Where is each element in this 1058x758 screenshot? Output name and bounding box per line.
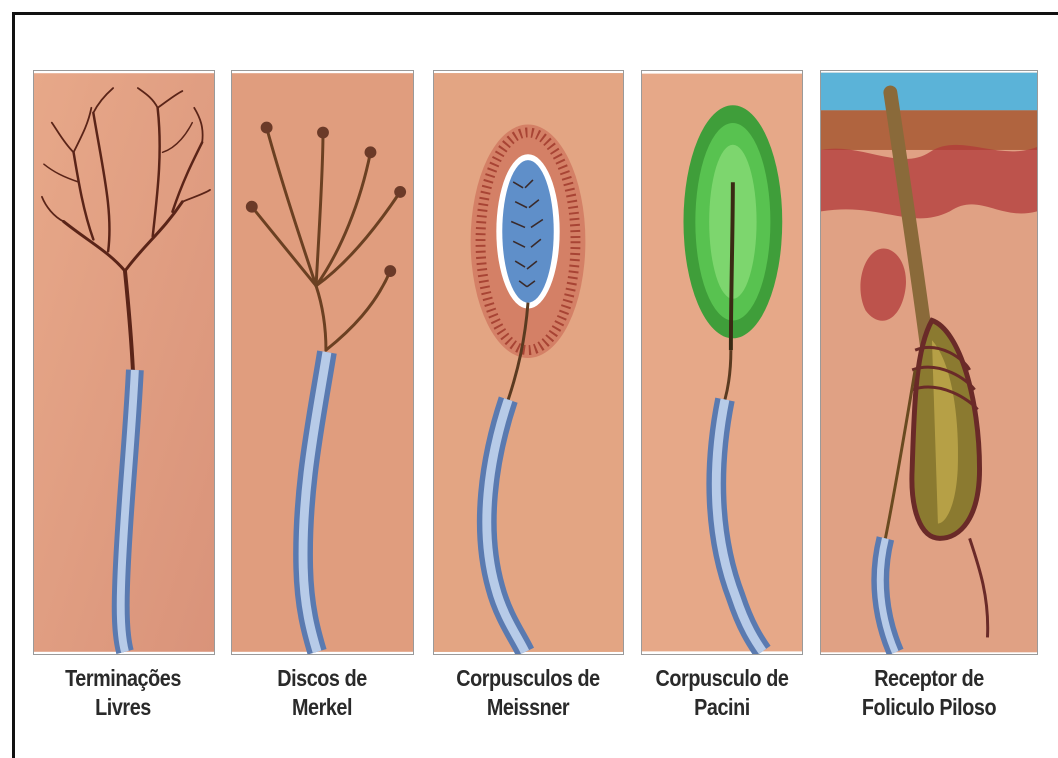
caption-merkel-discs: Discos de Merkel	[245, 664, 400, 722]
panel-pacini-corpuscle	[641, 70, 803, 655]
caption-meissner-corpuscles: Corpusculos de Meissner	[435, 664, 621, 722]
panel-hair-follicle-receptor	[820, 70, 1038, 655]
caption-line-1: Corpusculo de	[643, 664, 801, 693]
caption-pacini-corpuscle: Corpusculo de Pacini	[643, 664, 801, 722]
caption-line-1: Receptor de	[837, 664, 1021, 693]
caption-line-2: Meissner	[435, 693, 621, 722]
caption-line-2: Foliculo Piloso	[837, 693, 1021, 722]
merkel-discs-illustration	[232, 71, 413, 654]
free-nerve-endings-illustration	[34, 71, 214, 654]
caption-line-2: Livres	[54, 693, 192, 722]
caption-line-2: Merkel	[245, 693, 400, 722]
meissner-corpuscle-illustration	[434, 71, 623, 654]
caption-hair-follicle-receptor: Receptor de Foliculo Piloso	[837, 664, 1021, 722]
panel-free-nerve-endings	[33, 70, 215, 655]
caption-line-1: Terminações	[54, 664, 192, 693]
panel-meissner-corpuscles	[433, 70, 624, 655]
pacini-corpuscle-illustration	[642, 71, 802, 654]
caption-line-1: Discos de	[245, 664, 400, 693]
caption-line-2: Pacini	[643, 693, 801, 722]
caption-line-1: Corpusculos de	[435, 664, 621, 693]
panel-merkel-discs	[231, 70, 414, 655]
hair-follicle-illustration	[821, 71, 1037, 654]
caption-free-nerve-endings: Terminações Livres	[54, 664, 192, 722]
